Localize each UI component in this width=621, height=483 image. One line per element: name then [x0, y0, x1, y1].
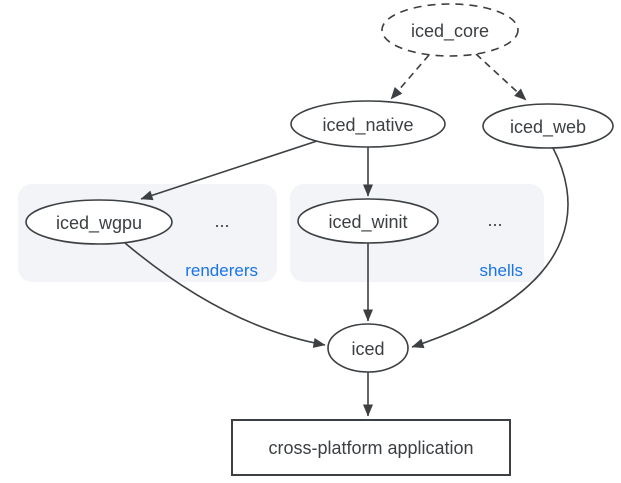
application-rect: [231, 419, 511, 476]
edge-iced-core-to-iced-web: [475, 53, 527, 101]
node-iced-winit: iced_winit: [297, 198, 439, 244]
renderers-group-label: renderers: [185, 261, 258, 280]
shells-group-label: shells: [480, 261, 523, 280]
iced-native-label: iced_native: [322, 115, 413, 136]
renderers-ellipsis: ...: [214, 211, 229, 231]
node-iced-web: iced_web: [482, 103, 614, 149]
node-iced-wgpu: iced_wgpu: [25, 199, 173, 245]
edge-iced-native-to-iced-wgpu: [140, 140, 318, 201]
iced-web-label: iced_web: [510, 117, 586, 138]
iced-wgpu-label: iced_wgpu: [56, 213, 142, 234]
edge-iced-web-to-iced: [411, 147, 569, 349]
iced-core-label: iced_core: [411, 21, 489, 42]
iced-core-ellipse: [381, 3, 519, 57]
node-iced-native: iced_native: [290, 100, 446, 148]
edge-iced-core-to-iced-native: [390, 54, 430, 100]
iced-native-ellipse: [290, 100, 446, 148]
iced-winit-ellipse: [297, 198, 439, 244]
iced-ellipse: [327, 323, 409, 373]
iced-wgpu-ellipse: [25, 199, 173, 245]
iced-label: iced: [351, 339, 384, 359]
edge-iced-wgpu-to-iced: [124, 242, 326, 348]
node-iced-core: iced_core: [381, 3, 519, 57]
node-iced: iced: [327, 323, 409, 373]
iced-winit-label: iced_winit: [328, 212, 407, 233]
iced-web-ellipse: [482, 103, 614, 149]
node-application: cross-platform application: [231, 419, 511, 476]
shells-ellipsis: ...: [487, 210, 502, 230]
application-label: cross-platform application: [268, 438, 473, 458]
